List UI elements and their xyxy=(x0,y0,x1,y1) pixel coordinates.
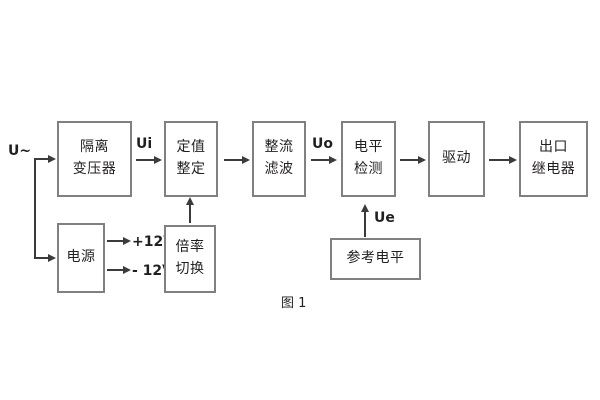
arrowhead-level-detect-to-driver xyxy=(418,156,426,164)
arrowhead-rectify-to-level-detect xyxy=(329,156,337,164)
block-level-detect-line1: 电平 xyxy=(354,139,383,156)
arrowhead-input-to-isolation xyxy=(48,155,56,163)
block-driver-line1: 驱动 xyxy=(442,150,471,167)
input-branch-trunk xyxy=(34,158,36,259)
block-isolation-transformer-line2: 变压器 xyxy=(72,161,117,177)
connector-driver-to-output-relay xyxy=(489,159,511,161)
block-setpoint-adjust-line2: 整定 xyxy=(176,161,206,177)
block-reference-level-line1: 参考电平 xyxy=(346,250,405,267)
arrowhead-reference-to-level-detect xyxy=(361,204,369,212)
block-power-supply[interactable]: 电源 xyxy=(57,223,105,293)
arrowhead-rail-negative xyxy=(123,266,131,274)
rail-label-negative: - 12V xyxy=(132,263,174,279)
block-rectify-filter-line1: 整流 xyxy=(264,139,294,156)
block-multiplier-switch-line2: 切换 xyxy=(175,261,205,277)
arrowhead-isolation-to-setpoint xyxy=(154,156,162,164)
block-power-supply-line1: 电源 xyxy=(66,249,96,266)
connector-rail-positive xyxy=(107,240,125,242)
figure-caption: 图 1 xyxy=(281,296,307,311)
arrowhead-driver-to-output-relay xyxy=(509,156,517,164)
block-level-detect[interactable]: 电平 检测 xyxy=(341,121,396,197)
connector-rectify-to-level-detect xyxy=(311,159,331,161)
arrowhead-setpoint-to-rectify xyxy=(242,156,250,164)
connector-reference-to-level-detect xyxy=(364,210,366,237)
block-multiplier-switch-line1: 倍率 xyxy=(175,239,205,256)
connector-input-to-isolation xyxy=(34,158,50,160)
signal-label-ue: Ue xyxy=(374,210,395,226)
connector-level-detect-to-driver xyxy=(400,159,420,161)
block-isolation-transformer-line1: 隔离 xyxy=(80,139,109,156)
block-driver[interactable]: 驱动 xyxy=(428,121,485,197)
block-rectify-filter[interactable]: 整流 滤波 xyxy=(252,121,306,197)
block-output-relay[interactable]: 出口 继电器 xyxy=(519,121,588,197)
connector-multiplier-to-setpoint xyxy=(189,203,191,223)
block-output-relay-line2: 继电器 xyxy=(531,161,576,177)
arrowhead-rail-positive xyxy=(123,237,131,245)
connector-isolation-to-setpoint xyxy=(136,159,156,161)
block-multiplier-switch[interactable]: 倍率 切换 xyxy=(164,225,216,293)
signal-label-ui: Ui xyxy=(136,136,153,152)
block-setpoint-adjust[interactable]: 定值 整定 xyxy=(164,121,218,197)
rail-label-positive: +12V xyxy=(132,234,175,250)
block-isolation-transformer[interactable]: 隔离 变压器 xyxy=(57,121,132,197)
signal-label-uo: Uo xyxy=(312,136,333,152)
block-output-relay-line1: 出口 xyxy=(539,139,568,156)
input-source-label: U~ xyxy=(8,143,32,159)
arrowhead-input-to-power-supply xyxy=(48,254,56,262)
connector-rail-negative xyxy=(107,269,125,271)
connector-setpoint-to-rectify xyxy=(224,159,244,161)
block-rectify-filter-line2: 滤波 xyxy=(264,161,294,177)
connector-input-to-power-supply xyxy=(34,257,50,259)
arrowhead-multiplier-to-setpoint xyxy=(186,197,194,205)
block-level-detect-line2: 检测 xyxy=(354,161,383,177)
block-setpoint-adjust-line1: 定值 xyxy=(176,139,206,156)
block-reference-level[interactable]: 参考电平 xyxy=(330,238,421,280)
